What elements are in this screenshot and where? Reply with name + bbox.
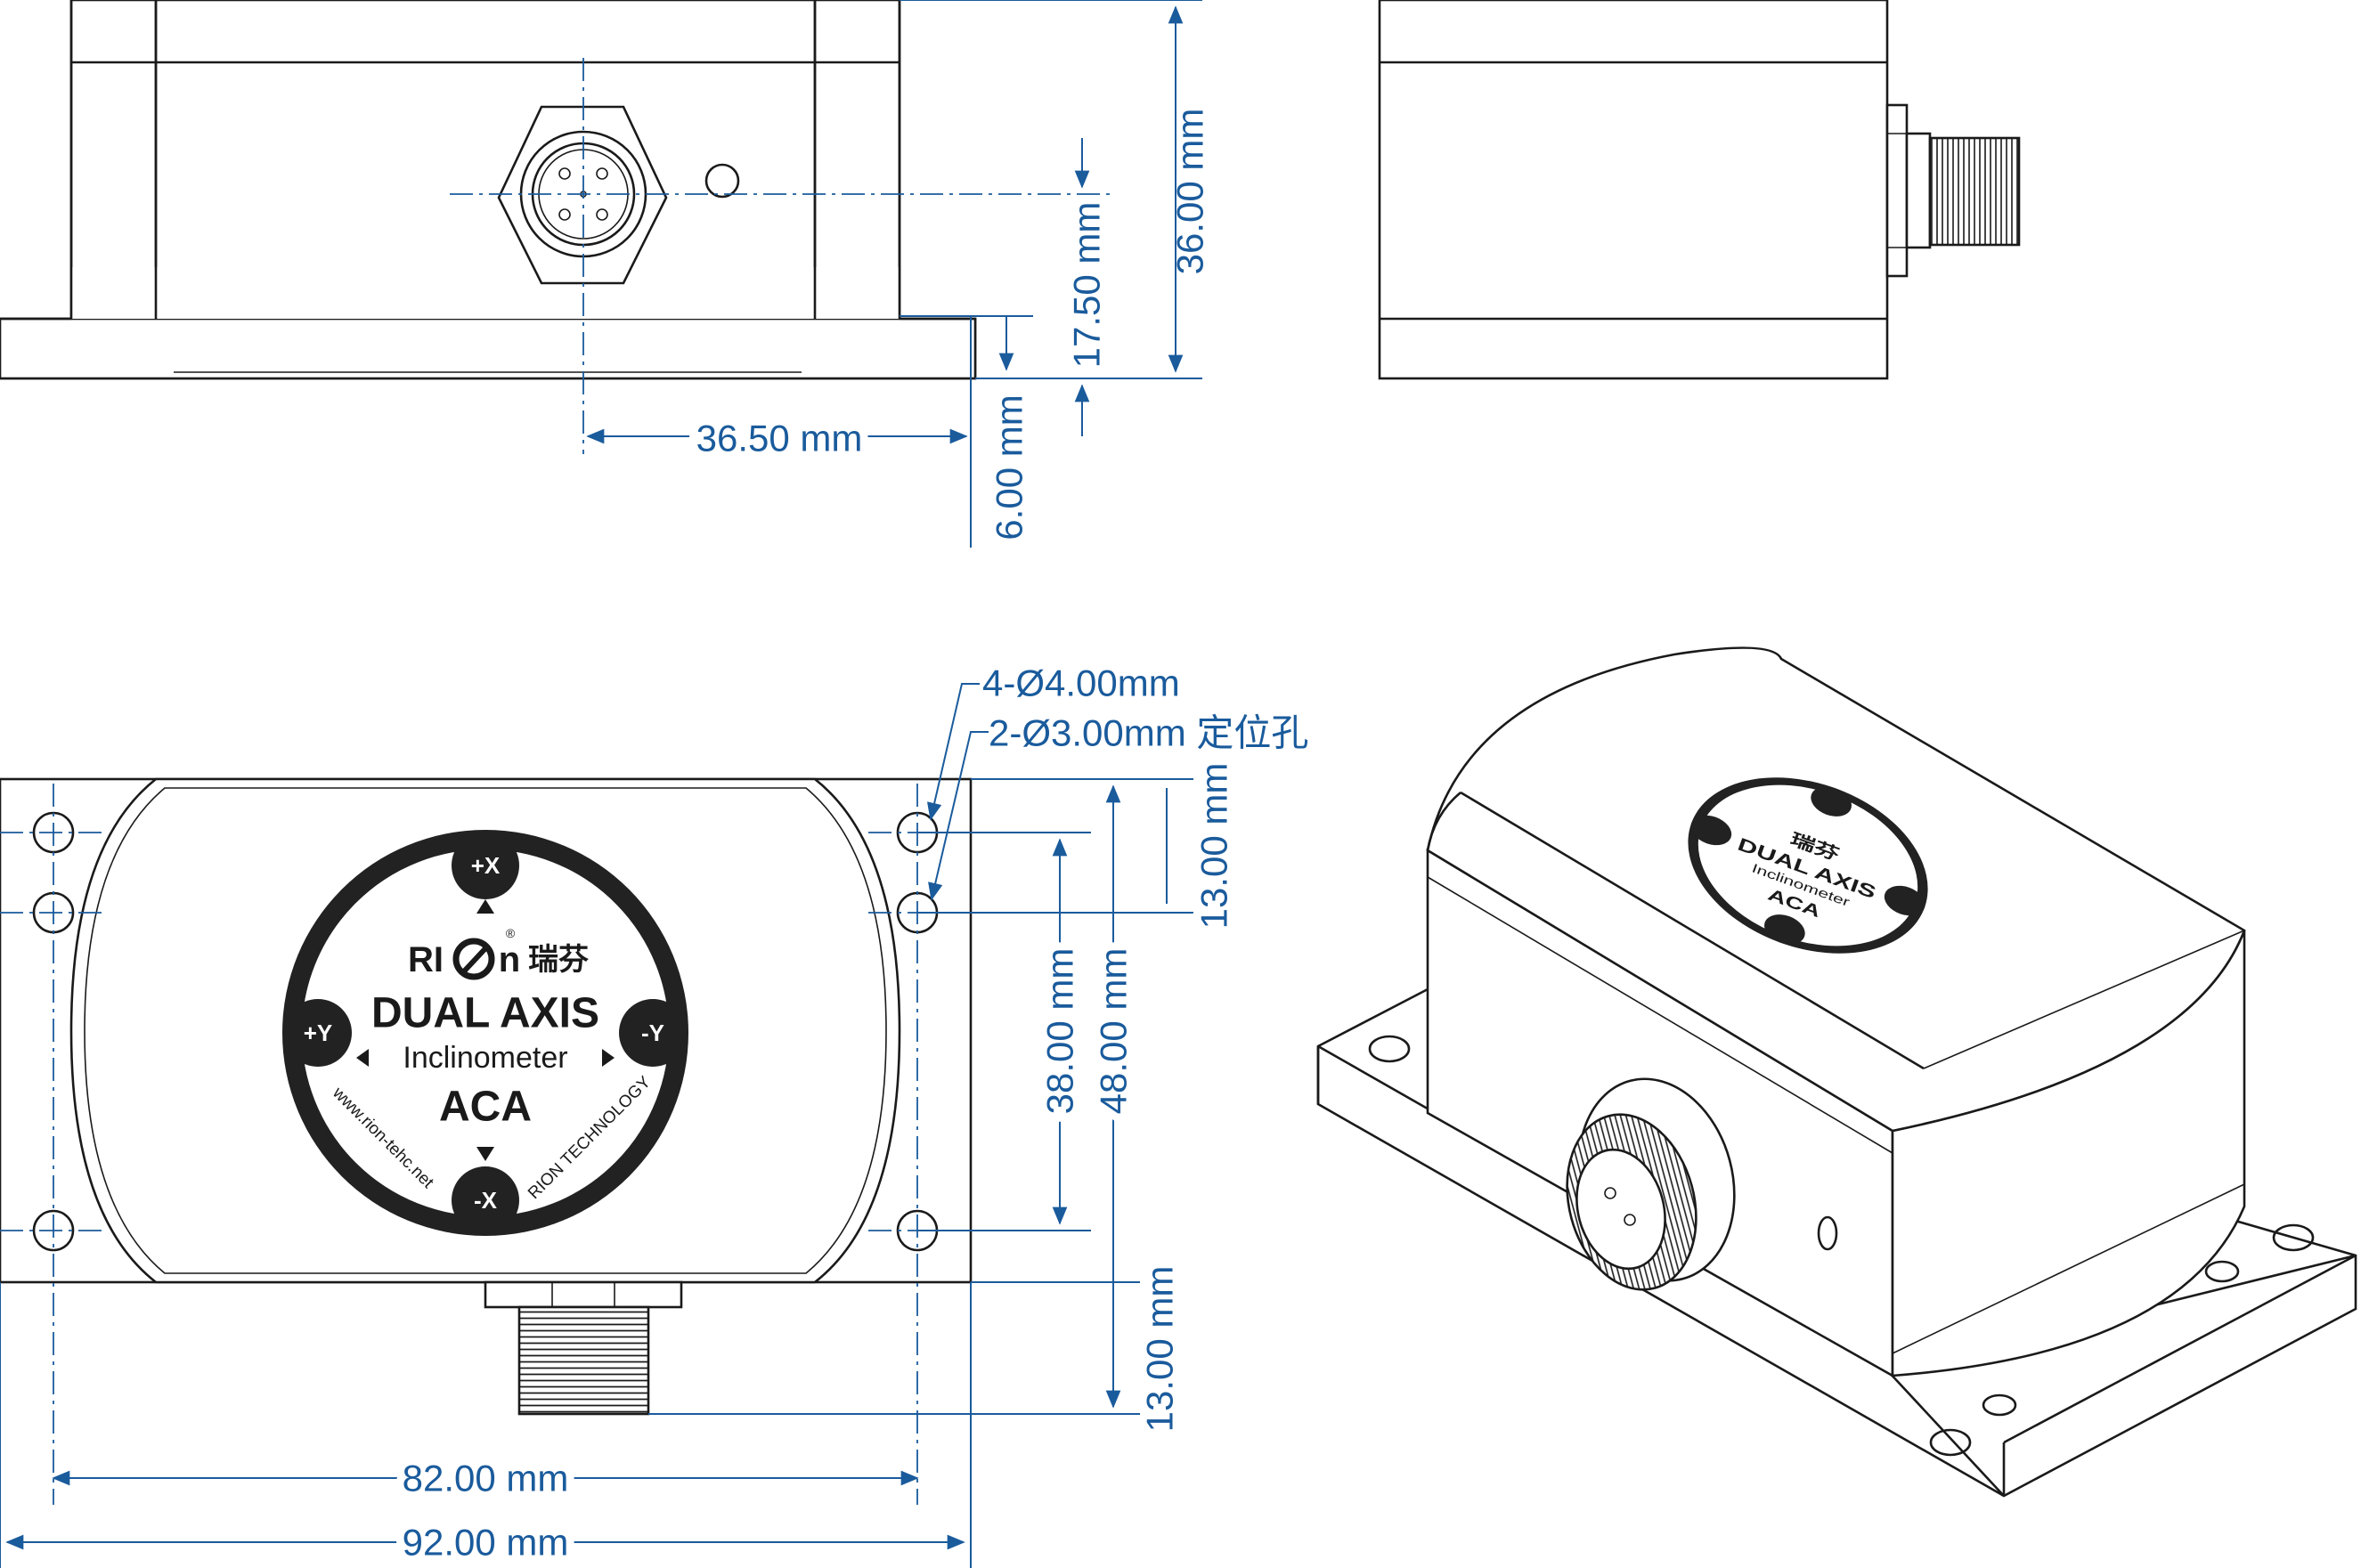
dim-connector-length: 13.00 mm (1139, 1266, 1181, 1433)
model-line: DUAL AXIS (371, 990, 599, 1037)
dim-height-total: 36.00 mm (1169, 109, 1211, 275)
note-locating-holes: 2-Ø3.00mm 定位孔 (989, 712, 1308, 754)
model-code: ACA (439, 1084, 532, 1131)
front-dimensions (586, 0, 1202, 548)
brand-logo: RI (408, 940, 444, 979)
axis-label-minus-y: -Y (641, 1020, 664, 1046)
axis-label-minus-x: -X (474, 1187, 498, 1214)
top-dimensions (0, 683, 1193, 1568)
front-body (69, 0, 901, 321)
brand-cn: 瑞芬 (528, 943, 589, 977)
brand-logo-o (452, 938, 495, 980)
dim-hole-spacing-large: 48.00 mm (1093, 948, 1135, 1115)
brand-logo-n: n (499, 940, 520, 979)
front-view (0, 0, 1113, 454)
note-mount-holes: 4-Ø4.00mm (982, 662, 1180, 704)
isometric-view (1316, 646, 2357, 1498)
side-view (1378, 0, 2021, 380)
axis-label-plus-y: +Y (304, 1020, 333, 1046)
top-connector-nut (484, 1280, 683, 1309)
iso-label-badge: 瑞芬 DUAL AXIS Inclinometer ACA (1688, 777, 1928, 954)
dim-base-thickness: 6.00 mm (989, 394, 1030, 540)
side-connector-thread (1928, 136, 2021, 247)
dim-total-length: 92.00 mm (403, 1522, 569, 1564)
axis-arrows (356, 899, 615, 1161)
label-badge (282, 830, 688, 1236)
top-connector-thread (517, 1305, 650, 1416)
side-body (1378, 0, 1889, 380)
registered-mark: ® (506, 926, 516, 940)
dim-hole-offset-top: 13.00 mm (1193, 763, 1235, 930)
type-line: Inclinometer (403, 1041, 567, 1075)
dim-hole-span: 82.00 mm (403, 1458, 569, 1499)
dim-hole-spacing-small: 38.00 mm (1039, 948, 1081, 1115)
vent-hole (704, 163, 740, 199)
axis-label-plus-x: +X (471, 852, 501, 879)
dim-connector-offset: 36.50 mm (696, 418, 863, 459)
side-nut (1885, 103, 1909, 278)
dim-connector-height: 17.50 mm (1066, 202, 1108, 369)
